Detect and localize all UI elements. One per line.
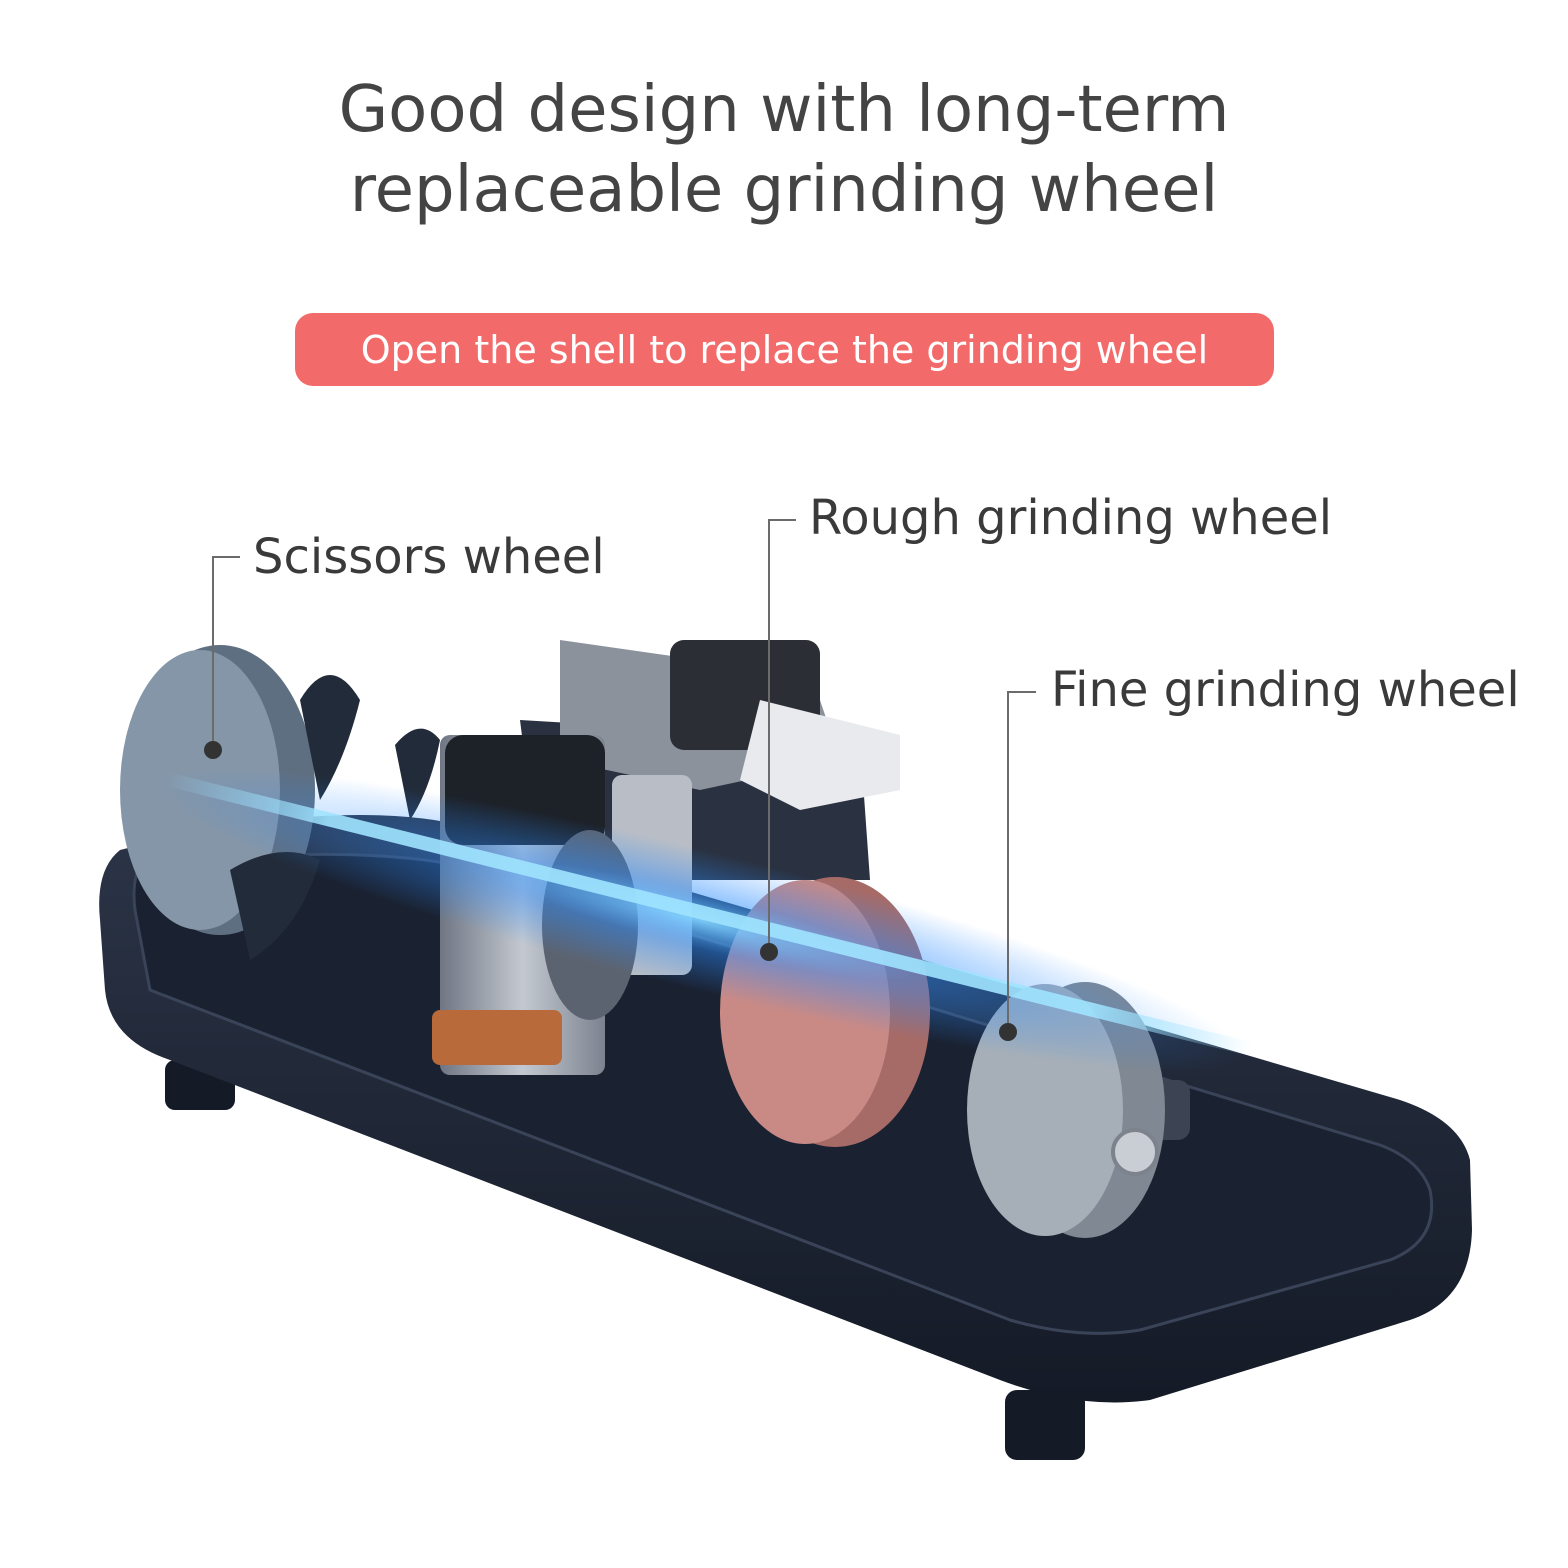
title-line-1: Good design with long-term (338, 73, 1230, 147)
label-scissors-wheel: Scissors wheel (253, 529, 605, 585)
title-line-2: replaceable grinding wheel (349, 153, 1219, 227)
info-banner: Open the shell to replace the grinding w… (295, 313, 1274, 386)
banner-text: Open the shell to replace the grinding w… (360, 327, 1209, 372)
callout-lines (212, 519, 1036, 1030)
glow-beam (156, 768, 1254, 1072)
page-title: Good design with long-term replaceable g… (0, 70, 1568, 230)
callout-dots (204, 741, 1017, 1041)
label-fine-grinding-wheel: Fine grinding wheel (1051, 662, 1520, 718)
label-rough-grinding-wheel: Rough grinding wheel (809, 490, 1333, 546)
